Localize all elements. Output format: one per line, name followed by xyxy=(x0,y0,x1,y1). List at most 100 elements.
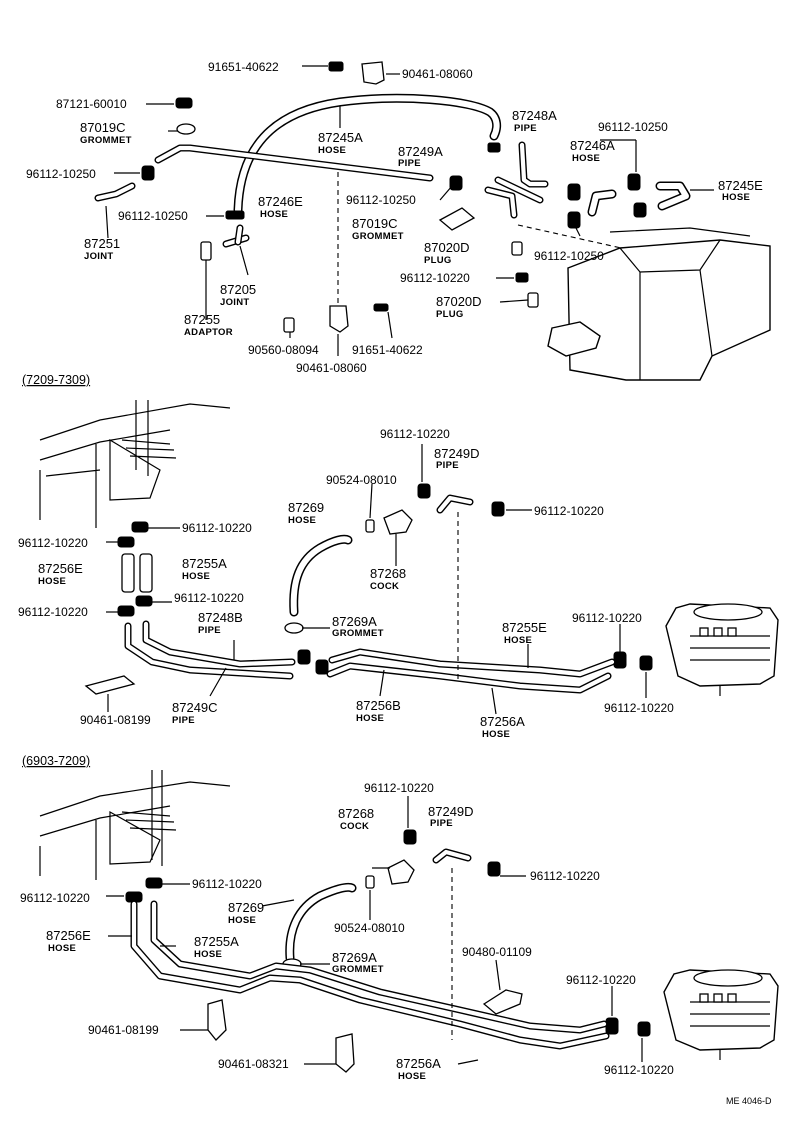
label-grommet: GROMMET xyxy=(332,628,384,639)
label-96112-10220: 96112-10220 xyxy=(566,973,636,987)
label-96112-10220: 96112-10220 xyxy=(18,536,88,550)
label-hose: HOSE xyxy=(38,576,66,587)
label-96112-10220: 96112-10220 xyxy=(534,504,604,518)
label-hose: HOSE xyxy=(356,713,384,724)
label-96112-10220: 96112-10220 xyxy=(364,781,434,795)
label-87269: 87269 xyxy=(228,900,264,915)
label-pipe: PIPE xyxy=(172,715,195,726)
label-joint: JOINT xyxy=(84,251,113,262)
label-87249a: 87249A xyxy=(398,144,443,159)
label-90480-01109: 90480-01109 xyxy=(462,945,532,959)
label-87268: 87268 xyxy=(338,806,374,821)
label-90461-08199: 90461-08199 xyxy=(80,713,151,727)
label-91651-40622: 91651-40622 xyxy=(208,60,279,74)
label-87269: 87269 xyxy=(288,500,324,515)
label-plug: PLUG xyxy=(424,255,452,266)
label-96112-10250: 96112-10250 xyxy=(598,120,668,134)
label-90524-08010: 90524-08010 xyxy=(334,921,405,935)
section-range-6903-7209: (6903-7209) xyxy=(22,754,90,768)
label-87256a: 87256A xyxy=(396,1056,441,1071)
label-hose: HOSE xyxy=(228,915,256,926)
label-96112-10220: 96112-10220 xyxy=(400,271,470,285)
label-96112-10250: 96112-10250 xyxy=(534,249,604,263)
label-96112-10220: 96112-10220 xyxy=(572,611,642,625)
label-87256e: 87256E xyxy=(38,561,83,576)
label-87248a: 87248A xyxy=(512,108,557,123)
label-96112-10250: 96112-10250 xyxy=(346,193,416,207)
label-90461-08060: 90461-08060 xyxy=(296,361,367,375)
label-87268: 87268 xyxy=(370,566,406,581)
section-range-7209-7309: (7209-7309) xyxy=(22,373,90,387)
bottom-section: (6903-7209) xyxy=(20,754,779,1106)
label-pipe: PIPE xyxy=(436,460,459,471)
label-96112-10220: 96112-10220 xyxy=(20,891,90,905)
label-joint: JOINT xyxy=(220,297,249,308)
label-87251: 87251 xyxy=(84,236,120,251)
label-96112-10220: 96112-10220 xyxy=(604,1063,674,1077)
label-90461-08199: 90461-08199 xyxy=(88,1023,159,1037)
label-87205: 87205 xyxy=(220,282,256,297)
label-87269a: 87269A xyxy=(332,950,377,965)
figure-code: ME 4046-D xyxy=(726,1096,772,1106)
label-hose: HOSE xyxy=(288,515,316,526)
label-90461-08060: 90461-08060 xyxy=(402,67,473,81)
label-96112-10220: 96112-10220 xyxy=(604,701,674,715)
label-adaptor: ADAPTOR xyxy=(184,327,233,338)
label-hose: HOSE xyxy=(722,192,750,203)
top-section: 91651-40622 90461-08060 87121-60010 8701… xyxy=(26,60,771,381)
label-hose: HOSE xyxy=(398,1071,426,1082)
middle-section: (7209-7309) xyxy=(18,373,779,740)
label-grommet: GROMMET xyxy=(352,231,404,242)
label-cock: COCK xyxy=(370,581,399,592)
label-87255e: 87255E xyxy=(502,620,547,635)
label-87245e: 87245E xyxy=(718,178,763,193)
label-pipe: PIPE xyxy=(514,123,537,134)
label-87019c: 87019C xyxy=(80,120,126,135)
label-hose: HOSE xyxy=(260,209,288,220)
label-87121-60010: 87121-60010 xyxy=(56,97,127,111)
label-hose: HOSE xyxy=(318,145,346,156)
label-hose: HOSE xyxy=(504,635,532,646)
label-96112-10250: 96112-10250 xyxy=(118,209,188,223)
label-87249c: 87249C xyxy=(172,700,218,715)
label-87248b: 87248B xyxy=(198,610,243,625)
label-hose: HOSE xyxy=(194,949,222,960)
label-87255a: 87255A xyxy=(182,556,227,571)
label-96112-10220: 96112-10220 xyxy=(18,605,88,619)
label-87246a: 87246A xyxy=(570,138,615,153)
label-87269a: 87269A xyxy=(332,614,377,629)
label-87255: 87255 xyxy=(184,312,220,327)
label-96112-10220: 96112-10220 xyxy=(174,591,244,605)
label-hose: HOSE xyxy=(482,729,510,740)
label-90560-08094: 90560-08094 xyxy=(248,343,319,357)
label-87256e: 87256E xyxy=(46,928,91,943)
label-96112-10220: 96112-10220 xyxy=(182,521,252,535)
label-87249d: 87249D xyxy=(428,804,474,819)
label-hose: HOSE xyxy=(182,571,210,582)
label-87020d: 87020D xyxy=(424,240,470,255)
label-96112-10220: 96112-10220 xyxy=(380,427,450,441)
label-90524-08010: 90524-08010 xyxy=(326,473,397,487)
label-96112-10220: 96112-10220 xyxy=(192,877,262,891)
label-87249d: 87249D xyxy=(434,446,480,461)
label-87019c: 87019C xyxy=(352,216,398,231)
label-91651-40622: 91651-40622 xyxy=(352,343,423,357)
label-87256a: 87256A xyxy=(480,714,525,729)
label-87020d: 87020D xyxy=(436,294,482,309)
label-pipe: PIPE xyxy=(398,158,421,169)
label-87245a: 87245A xyxy=(318,130,363,145)
label-grommet: GROMMET xyxy=(80,135,132,146)
label-87246e: 87246E xyxy=(258,194,303,209)
label-grommet: GROMMET xyxy=(332,964,384,975)
label-96112-10250: 96112-10250 xyxy=(26,167,96,181)
label-hose: HOSE xyxy=(48,943,76,954)
label-cock: COCK xyxy=(340,821,369,832)
label-96112-10220: 96112-10220 xyxy=(530,869,600,883)
label-plug: PLUG xyxy=(436,309,464,320)
label-90461-08321: 90461-08321 xyxy=(218,1057,289,1071)
label-pipe: PIPE xyxy=(198,625,221,636)
label-pipe: PIPE xyxy=(430,818,453,829)
label-87255a: 87255A xyxy=(194,934,239,949)
label-hose: HOSE xyxy=(572,153,600,164)
